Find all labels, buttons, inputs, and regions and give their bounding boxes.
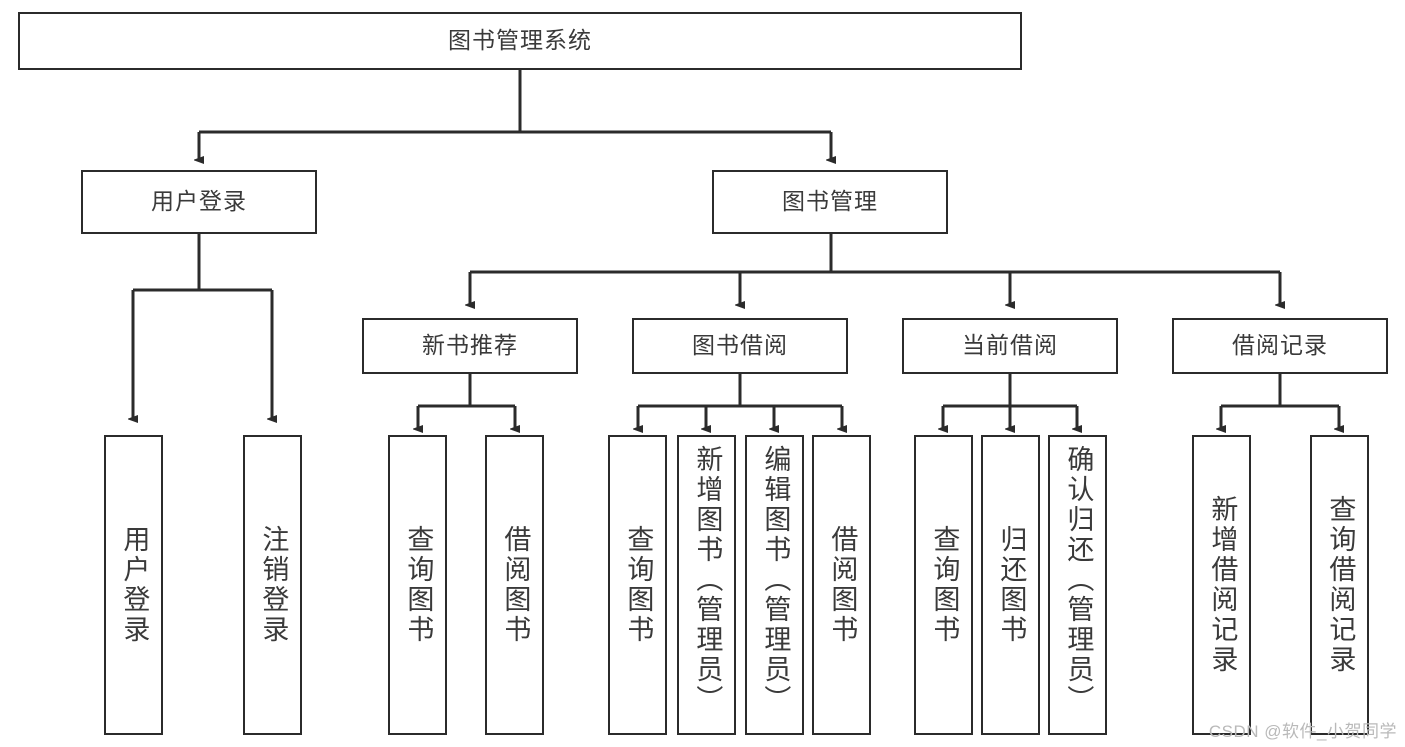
leaf-recommend-borrow-book[interactable]: 借阅图书 xyxy=(485,435,544,735)
node-label: 用户登录 xyxy=(119,525,150,645)
node-label: 查询图书 xyxy=(623,525,654,645)
node-label: 借阅记录 xyxy=(1232,332,1328,359)
watermark-text: CSDN @软件_小贺同学 xyxy=(1208,722,1397,741)
node-label: 查询图书 xyxy=(403,525,434,645)
node-label: 新书推荐 xyxy=(422,332,518,359)
node-label: 新增图书（管理员） xyxy=(692,445,723,715)
leaf-borrow-edit-book-admin[interactable]: 编辑图书（管理员） xyxy=(745,435,804,735)
node-label: 编辑图书（管理员） xyxy=(760,445,791,715)
node-label: 图书管理 xyxy=(782,188,878,215)
node-borrow-record[interactable]: 借阅记录 xyxy=(1172,318,1388,374)
node-new-book-recommend[interactable]: 新书推荐 xyxy=(362,318,578,374)
node-book-management[interactable]: 图书管理 xyxy=(712,170,948,234)
leaf-borrow-query-book[interactable]: 查询图书 xyxy=(608,435,667,735)
leaf-record-add-record[interactable]: 新增借阅记录 xyxy=(1192,435,1251,735)
node-label: 当前借阅 xyxy=(962,332,1058,359)
node-user-login[interactable]: 用户登录 xyxy=(81,170,317,234)
leaf-recommend-query-book[interactable]: 查询图书 xyxy=(388,435,447,735)
node-label: 借阅图书 xyxy=(500,525,531,645)
node-root-system[interactable]: 图书管理系统 xyxy=(18,12,1022,70)
node-label: 注销登录 xyxy=(258,525,289,645)
leaf-current-return-book[interactable]: 归还图书 xyxy=(981,435,1040,735)
node-label: 借阅图书 xyxy=(827,525,858,645)
node-label: 新增借阅记录 xyxy=(1207,495,1238,675)
node-label: 查询图书 xyxy=(929,525,960,645)
node-label: 用户登录 xyxy=(151,188,247,215)
node-label: 图书借阅 xyxy=(692,332,788,359)
node-book-borrow[interactable]: 图书借阅 xyxy=(632,318,848,374)
leaf-user-login-login[interactable]: 用户登录 xyxy=(104,435,163,735)
node-label: 图书管理系统 xyxy=(448,27,592,54)
node-label: 查询借阅记录 xyxy=(1325,495,1356,675)
leaf-current-query-book[interactable]: 查询图书 xyxy=(914,435,973,735)
leaf-borrow-add-book-admin[interactable]: 新增图书（管理员） xyxy=(677,435,736,735)
leaf-record-query-record[interactable]: 查询借阅记录 xyxy=(1310,435,1369,735)
node-current-borrow[interactable]: 当前借阅 xyxy=(902,318,1118,374)
node-label: 确认归还（管理员） xyxy=(1063,445,1094,715)
leaf-borrow-borrow-book[interactable]: 借阅图书 xyxy=(812,435,871,735)
node-label: 归还图书 xyxy=(996,525,1027,645)
leaf-current-confirm-return-admin[interactable]: 确认归还（管理员） xyxy=(1048,435,1107,735)
leaf-user-login-logout[interactable]: 注销登录 xyxy=(243,435,302,735)
